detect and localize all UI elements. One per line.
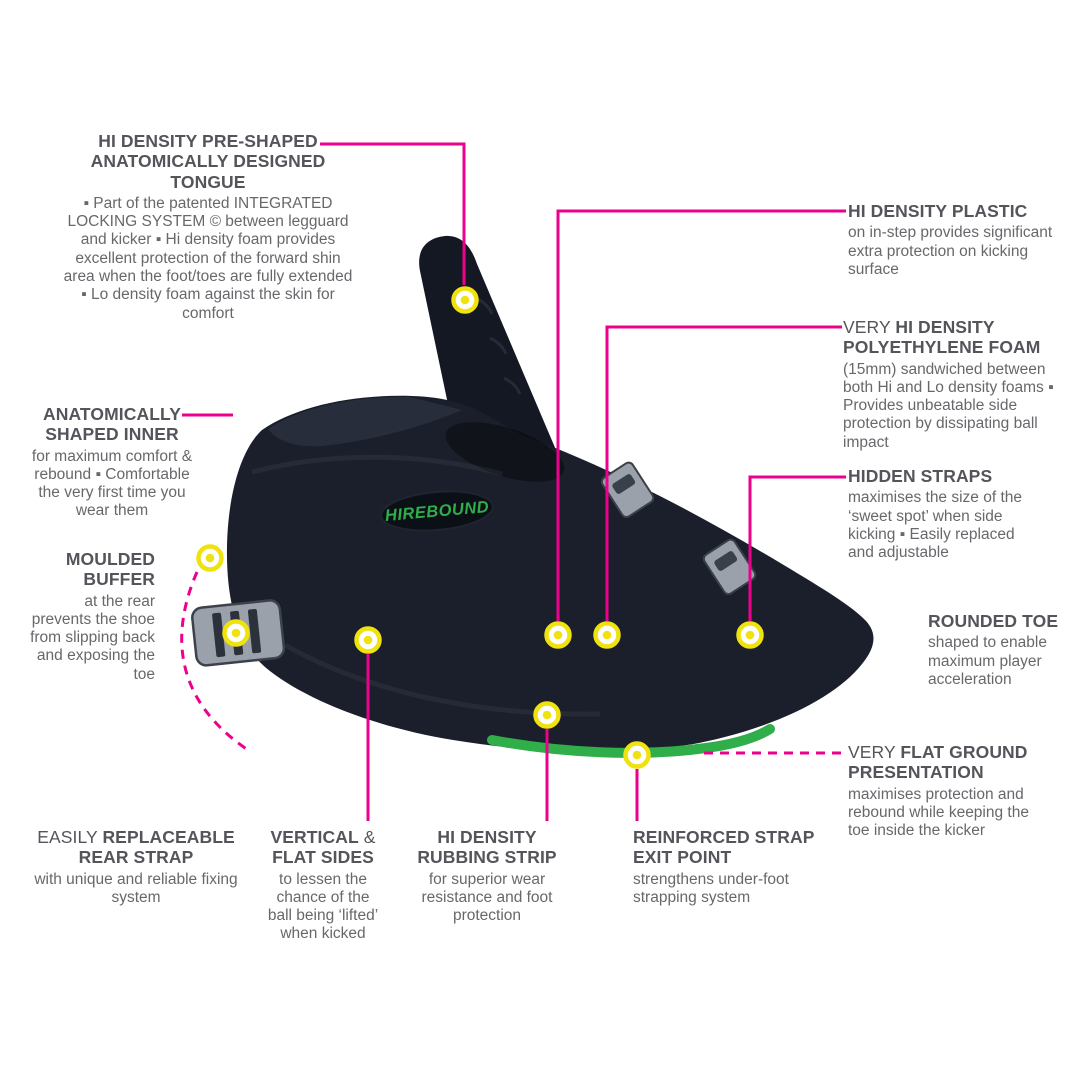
kicker-body [226, 395, 874, 752]
marker-hi-density-plastic [544, 621, 572, 649]
callout-flat-ground-body: maximises protection and rebound while k… [848, 785, 1029, 840]
hidden-strap-clip-upper [600, 461, 655, 519]
callout-tongue-body: ▪ Part of the patented INTEGRATED LOCKIN… [63, 194, 353, 322]
callout-strap-exit-title: REINFORCED STRAP EXIT POINT [633, 827, 815, 868]
callout-hidden-straps: HIDDEN STRAPS maximises the size of the … [848, 466, 1038, 562]
connector-tongue [320, 142, 466, 285]
callout-hi-density-plastic: HI DENSITY PLASTIC on in-step provides s… [848, 201, 1063, 279]
marker-shaped-inner [196, 544, 224, 572]
callout-strap-exit-body: strengthens under-foot strapping system [633, 870, 789, 906]
kicker-mesh-panel [268, 396, 462, 447]
connector-inner-curve [180, 571, 249, 752]
callout-tongue: HI DENSITY PRE-SHAPED ANATOMICALLY DESIG… [60, 131, 356, 323]
callout-hidden-straps-body: maximises the size of the ‘sweet spot’ w… [848, 489, 1023, 562]
callout-rounded-toe-title: ROUNDED TOE [928, 611, 1059, 631]
callout-moulded-buffer-body: at the rear prevents the shoe from slipp… [30, 592, 155, 683]
connector-polyethylene-foam [605, 325, 842, 621]
callout-strap-exit: REINFORCED STRAP EXIT POINT strengthens … [633, 827, 818, 907]
marker-strap-exit [623, 741, 651, 769]
brand-logo-badge [380, 490, 494, 532]
marker-hidden-straps [736, 621, 764, 649]
callout-shaped-inner: ANATOMICALLY SHAPED INNER for maximum co… [22, 404, 202, 521]
marker-tongue [451, 286, 479, 314]
kicker-tongue [419, 235, 556, 452]
sole-strip [487, 724, 775, 758]
connector-hi-density-plastic [556, 209, 846, 621]
callout-rubbing-strip-title: HI DENSITY RUBBING STRIP [417, 827, 557, 868]
callout-flat-sides-title: VERTICAL & FLAT SIDES [264, 827, 382, 868]
callout-hidden-straps-title: HIDDEN STRAPS [848, 466, 993, 486]
callout-rubbing-strip: HI DENSITY RUBBING STRIP for superior we… [407, 827, 567, 925]
callout-moulded-buffer: MOULDED BUFFER at the rear prevents the … [25, 549, 155, 684]
callout-rear-strap-title: EASILY REPLACEABLE REAR STRAP [30, 827, 242, 868]
callout-hi-density-plastic-body: on in-step provides significant extra pr… [848, 224, 1053, 278]
callout-rounded-toe-body: shaped to enable maximum player accelera… [928, 634, 1047, 688]
callout-rear-strap: EASILY REPLACEABLE REAR STRAP with uniqu… [30, 827, 242, 907]
callout-flat-sides-title-bold-2: FLAT SIDES [272, 847, 374, 868]
marker-polyethylene-foam [593, 621, 621, 649]
callout-flat-sides: VERTICAL & FLAT SIDES to lessen the chan… [264, 827, 382, 944]
connector-hidden-straps [748, 475, 846, 621]
callout-flat-sides-title-light: & [358, 827, 376, 847]
callout-polyethylene-foam-title-bold: HI DENSITY POLYETHYLENE FOAM [843, 317, 1041, 358]
callout-flat-ground-title: VERY FLAT GROUND PRESENTATION [848, 742, 1053, 783]
tongue-base-shadow [445, 422, 565, 482]
callout-rear-strap-title-bold: REPLACEABLE REAR STRAP [78, 827, 235, 868]
callout-polyethylene-foam-body: (15mm) sandwiched between both Hi and Lo… [843, 360, 1054, 451]
callout-polyethylene-foam-title: VERY HI DENSITY POLYETHYLENE FOAM [843, 317, 1063, 358]
callout-flat-ground-title-light: VERY [848, 742, 901, 762]
callout-polyethylene-foam: VERY HI DENSITY POLYETHYLENE FOAM (15mm)… [843, 317, 1063, 452]
callout-moulded-buffer-title: MOULDED BUFFER [65, 549, 155, 590]
callout-flat-sides-title-bold-1: VERTICAL [270, 827, 359, 847]
callout-flat-sides-body: to lessen the chance of the ball being ‘… [267, 870, 379, 943]
callout-rear-strap-body: with unique and reliable fixing system [34, 870, 238, 906]
marker-rubbing-strip [533, 701, 561, 729]
callout-tongue-title: HI DENSITY PRE-SHAPED ANATOMICALLY DESIG… [90, 131, 326, 192]
callout-shaped-inner-title: ANATOMICALLY SHAPED INNER [43, 404, 181, 445]
callout-flat-ground: VERY FLAT GROUND PRESENTATION maximises … [848, 742, 1053, 840]
marker-flat-sides [354, 626, 382, 654]
callout-rubbing-strip-body: for superior wear resistance and foot pr… [421, 870, 553, 925]
brand-logo: HIREBOUND [380, 490, 494, 532]
callout-shaped-inner-body: for maximum comfort & rebound ▪ Comforta… [31, 447, 193, 520]
callout-flat-ground-title-bold: FLAT GROUND PRESENTATION [848, 742, 1028, 783]
marker-moulded-buffer [222, 619, 250, 647]
callout-rear-strap-title-light: EASILY [37, 827, 103, 847]
hidden-strap-clip-lower [702, 538, 757, 596]
callout-hi-density-plastic-title: HI DENSITY PLASTIC [848, 201, 1028, 221]
callout-polyethylene-foam-title-light: VERY [843, 317, 896, 337]
callout-rounded-toe: ROUNDED TOE shaped to enable maximum pla… [928, 611, 1078, 689]
